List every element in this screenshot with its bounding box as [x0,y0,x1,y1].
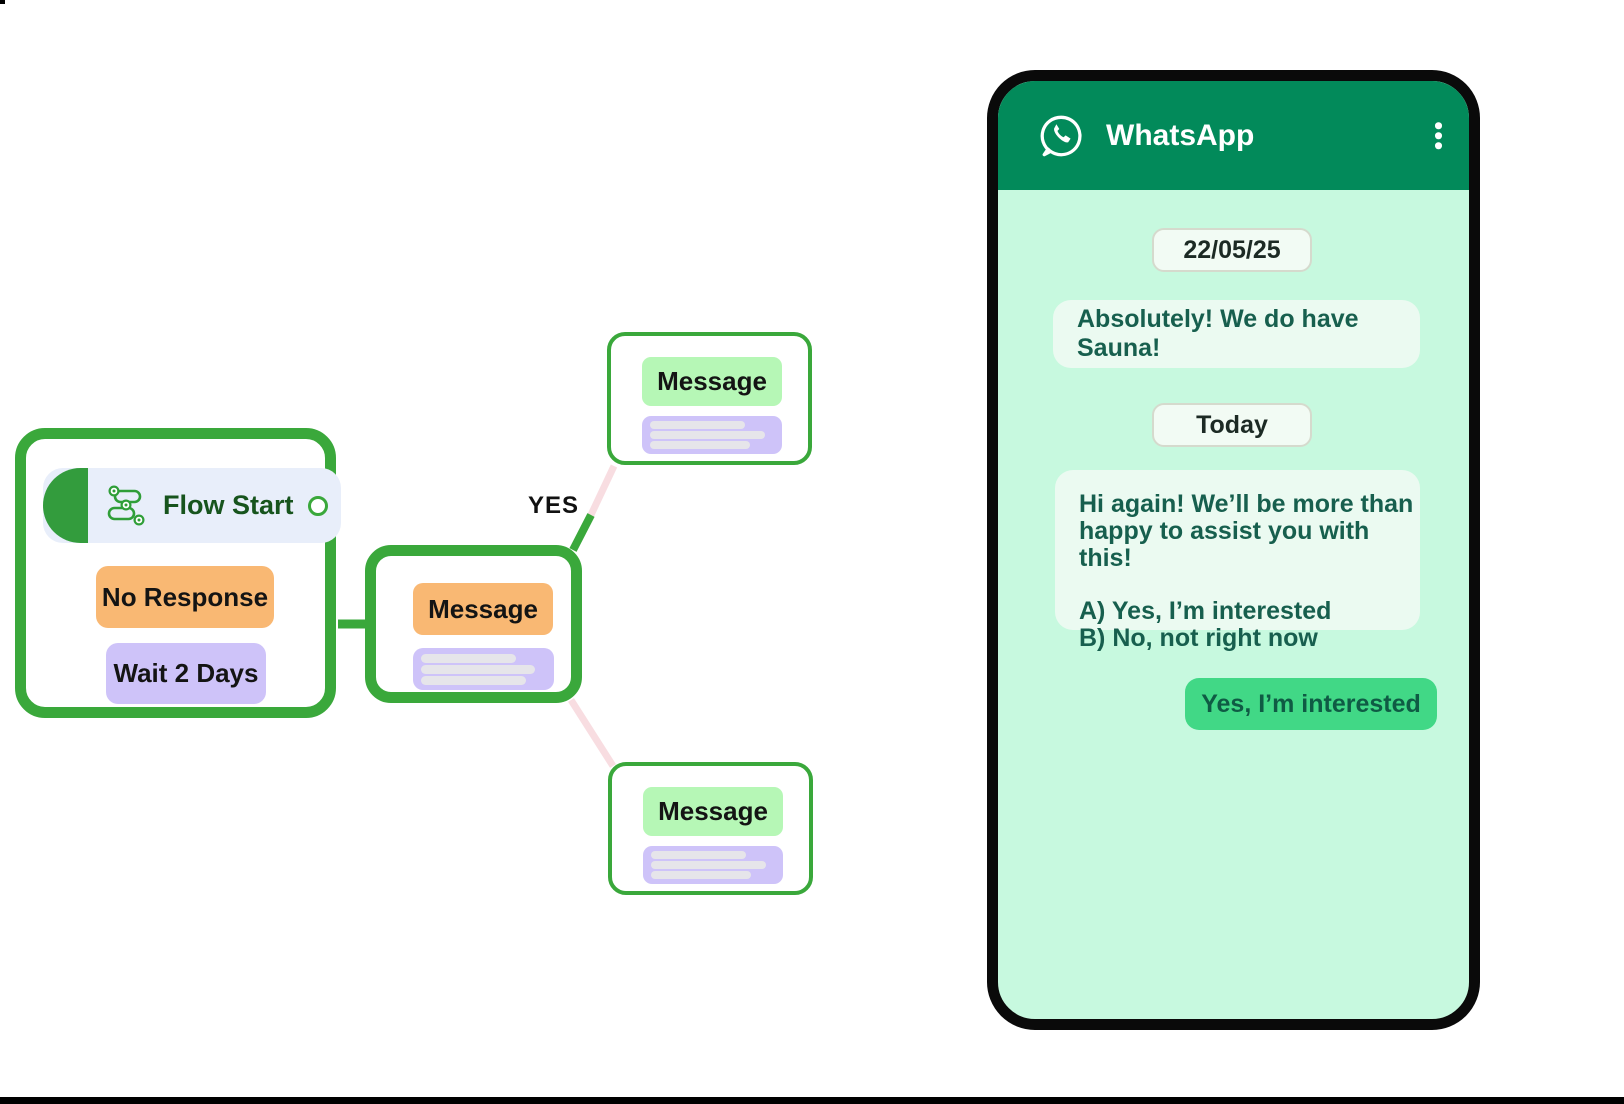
whatsapp-header: WhatsApp [998,81,1469,190]
message-node-top[interactable]: Message [607,332,812,465]
message-preview-skeleton [413,648,554,690]
skeleton-line [421,665,535,674]
message-node-middle[interactable]: Message [365,545,582,703]
message-node-label: Message [643,787,783,836]
message-node-bottom[interactable]: Message [608,762,813,895]
message-preview-skeleton [642,416,782,454]
message-line: happy to assist you with this! [1079,517,1370,572]
skeleton-line [421,676,526,685]
skeleton-line [650,431,765,439]
tag-wait-2-days: Wait 2 Days [106,643,266,704]
skeleton-line [651,851,746,859]
skeleton-line [421,654,516,663]
message-node-label: Message [642,357,782,406]
date-chip: 22/05/25 [1152,228,1312,272]
message-option-a: A) Yes, I’m interested [1079,597,1332,625]
kebab-menu-icon[interactable] [1435,119,1443,153]
incoming-message: Hi again! We’ll be more than happy to as… [1055,470,1420,652]
flow-start-node[interactable]: Flow Start No Response Wait 2 Days [15,428,341,718]
today-chip: Today [1152,403,1312,447]
skeleton-line [651,861,766,869]
screenshot-artifact [0,0,5,4]
flow-start-header: Flow Start [43,468,341,543]
tag-no-response: No Response [96,566,274,628]
skeleton-line [650,421,745,429]
whatsapp-logo-icon [1040,115,1082,156]
flow-start-title: Flow Start [163,490,294,520]
node-accent-cap [43,468,88,543]
bottom-divider [0,1097,1624,1104]
skeleton-line [651,871,751,879]
skeleton-line [650,441,750,449]
chat-area: 22/05/25 Absolutely! We do have Sauna! T… [998,190,1469,1019]
phone-frame: WhatsApp 22/05/25 Absolutely! We do have… [987,70,1480,1030]
output-port[interactable] [308,496,328,516]
message-option-b: B) No, not right now [1079,624,1318,652]
outgoing-message: Yes, I’m interested [1185,678,1437,730]
message-node-label: Message [413,583,553,635]
message-line: Hi again! We’ll be more than [1079,490,1414,518]
workflow-icon [107,485,145,526]
message-preview-skeleton [643,846,783,884]
branch-yes-label: YES [528,492,580,519]
incoming-message: Absolutely! We do have Sauna! [1053,300,1420,368]
app-title: WhatsApp [1106,118,1255,152]
